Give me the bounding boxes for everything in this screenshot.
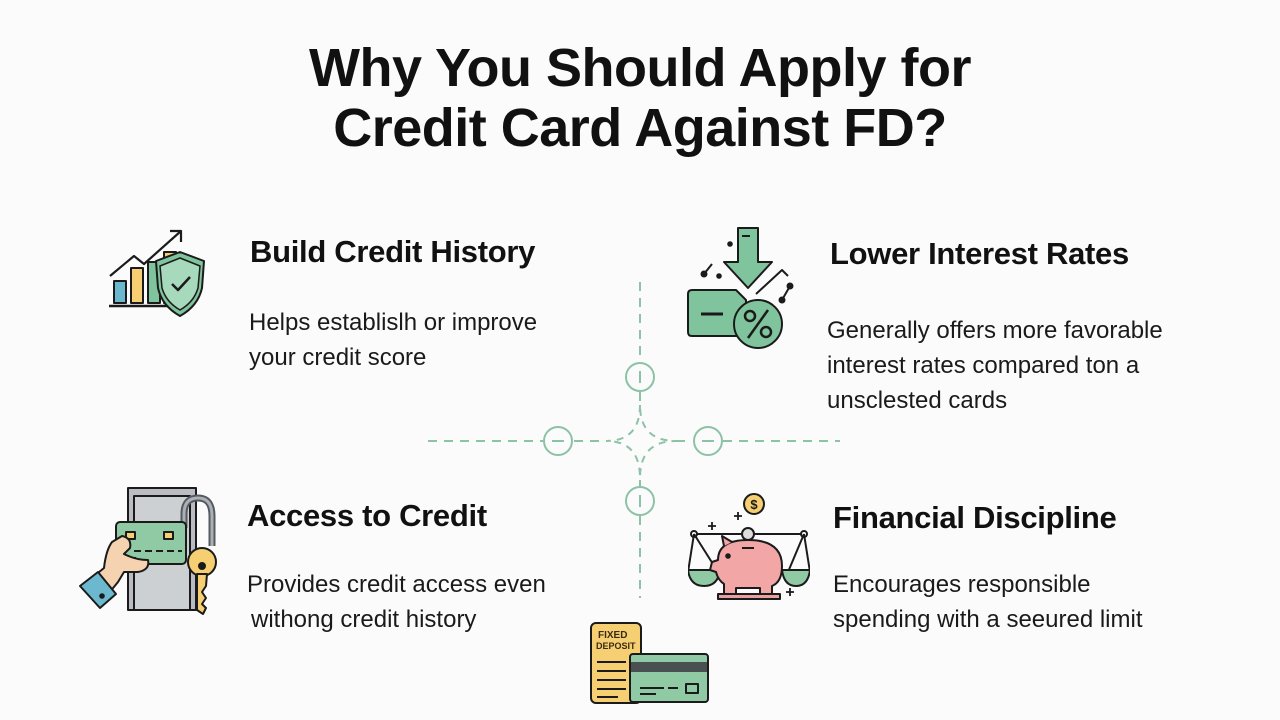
piggy-bank-scale-icon: $ xyxy=(688,493,810,600)
feature-description: Provides credit access even withong cred… xyxy=(247,567,546,637)
title-line-2: Credit Card Against FD? xyxy=(333,98,947,158)
hand-card-key-icon xyxy=(79,487,217,615)
description-line: Provides credit access even xyxy=(247,571,546,598)
description-line: withong credit history xyxy=(251,606,477,633)
description-line: Generally offers more favorable xyxy=(827,317,1163,344)
feature-heading: Lower Interest Rates xyxy=(830,236,1129,271)
fixed-deposit-card-icon: FIXED DEPOSIT xyxy=(590,622,709,704)
feature-description: Encourages responsible spending with a s… xyxy=(833,567,1143,637)
feature-description: Helps establislh or improve your credit … xyxy=(249,305,537,375)
description-line: spending with a seeured limit xyxy=(833,606,1143,633)
chart-shield-icon xyxy=(109,229,205,317)
svg-text:$: $ xyxy=(750,497,758,512)
description-line: Helps establislh or improve xyxy=(249,309,538,336)
page-title: Why You Should Apply for Credit Card Aga… xyxy=(0,38,1280,158)
description-line: your credit score xyxy=(249,344,427,371)
feature-heading: Financial Discipline xyxy=(833,500,1117,535)
description-line: unsclested cards xyxy=(827,387,1008,414)
fd-label-line-2: DEPOSIT xyxy=(596,641,636,651)
feature-heading: Build Credit History xyxy=(250,234,536,269)
feature-description: Generally offers more favorable interest… xyxy=(827,313,1163,418)
description-line: interest rates compared ton a xyxy=(827,352,1140,379)
fd-label-line-1: FIXED xyxy=(598,630,627,641)
title-line-1: Why You Should Apply for xyxy=(309,38,971,98)
percent-down-arrow-icon xyxy=(687,227,794,349)
feature-heading: Access to Credit xyxy=(247,498,487,533)
description-line: Encourages responsible xyxy=(833,571,1091,598)
